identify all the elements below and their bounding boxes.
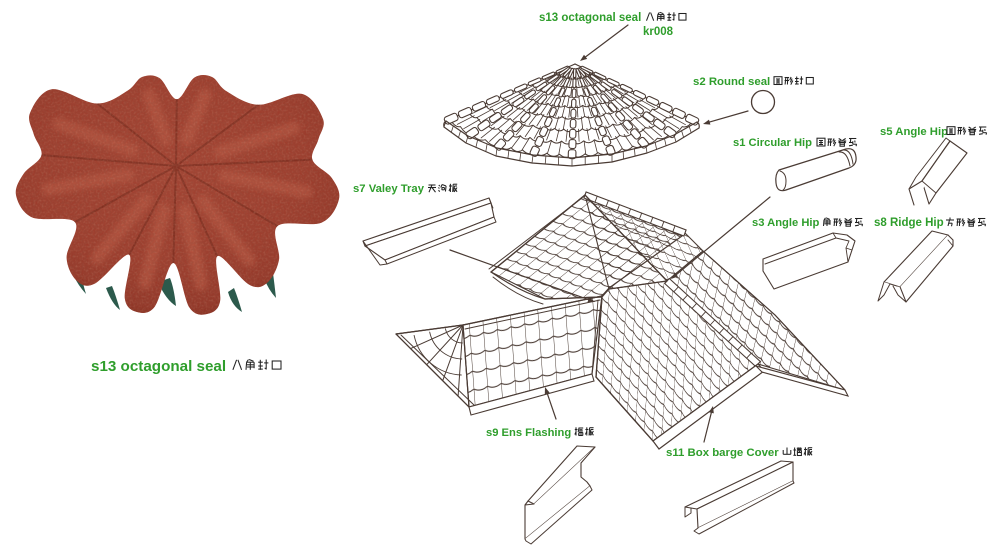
svg-text:s7 Valey Tray: s7 Valey Tray bbox=[353, 183, 425, 195]
svg-text:s13 octagonal seal: s13 octagonal seal bbox=[539, 12, 641, 24]
svg-text:kr008: kr008 bbox=[643, 26, 674, 38]
svg-text:s5 Angle Hip: s5 Angle Hip bbox=[880, 126, 948, 138]
svg-text:s2 Round seal: s2 Round seal bbox=[693, 76, 770, 88]
svg-text:s11 Box barge Cover: s11 Box barge Cover bbox=[666, 447, 779, 459]
svg-text:s8 Ridge Hip: s8 Ridge Hip bbox=[874, 217, 944, 229]
svg-text:s3 Angle Hip: s3 Angle Hip bbox=[752, 217, 820, 229]
svg-text:s13 octagonal seal: s13 octagonal seal bbox=[91, 358, 226, 375]
svg-text:s1 Circular Hip: s1 Circular Hip bbox=[733, 137, 812, 149]
svg-text:s9 Ens Flashing: s9 Ens Flashing bbox=[486, 427, 571, 439]
